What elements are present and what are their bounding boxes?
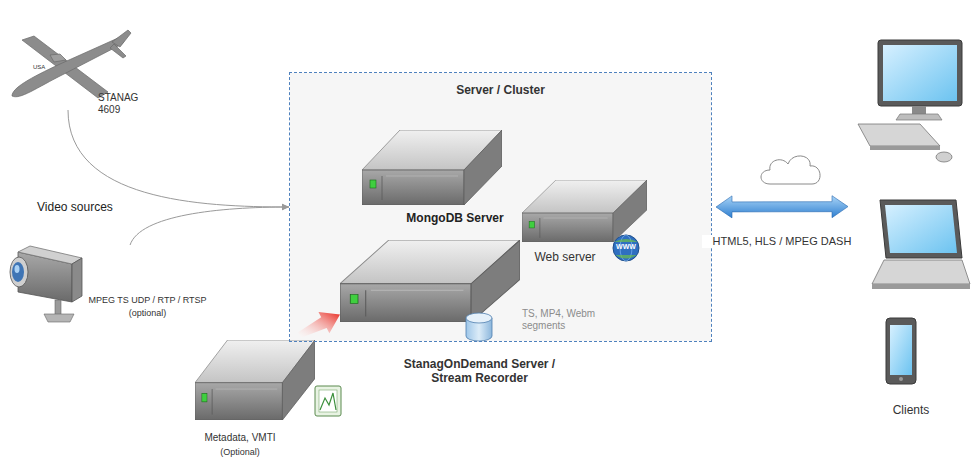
server-icon [195,340,315,420]
text-holder: MPEG TS UDP / RTP / RTSP [85,295,210,306]
server-icon [340,240,520,322]
text-holder: Server / Cluster [290,83,711,97]
connector-line [130,207,289,245]
node-text: MPEG TS UDP / RTP / RTSP [85,295,210,306]
marking-text: USA [33,64,55,71]
server-node: Web server [520,175,655,270]
node-text: Server / Cluster [290,83,711,97]
text-holder: STANAG 4609 [98,92,160,116]
text-holder: WWW [612,243,640,251]
desktop-icon [858,40,962,162]
client-group: Clients [852,35,970,425]
node-text: STANAG 4609 [98,92,160,116]
cloud-icon [761,156,820,184]
red-arrow [298,312,340,338]
database-icon [466,313,492,341]
edge-label: HTML5, HLS / MPEG DASH [702,235,862,248]
node-text: StanagOnDemand Server / Stream Recorder [397,357,562,386]
drone-illustration [12,30,131,98]
server-node: MongoDB Server [360,125,535,230]
drone-node: STANAG 4609 [5,28,155,110]
node-text: MongoDB Server [380,211,530,225]
connector [298,312,340,338]
text-holder: MongoDB Server [380,211,530,225]
text-holder: USA [33,64,55,71]
text-holder: Video sources [37,200,147,214]
text-holder: Metadata, VMTI [190,432,290,444]
node-text: Web server [520,250,610,264]
connector [68,110,289,210]
sensor-icon [315,386,341,416]
connector-line [68,110,289,207]
icon-text: WWW [612,243,640,251]
text-holder: Clients [852,403,970,417]
node-text: (Optional) [190,447,290,458]
text-holder: StanagOnDemand Server / Stream Recorder [397,357,562,386]
globe-icon [613,235,639,261]
free-label: Video sources [37,200,147,214]
server-icon [522,180,647,242]
double-arrow [716,196,848,218]
server-icon [362,130,502,205]
cluster-box: Server / ClusterMongoDB ServerWeb server… [289,72,712,342]
note-text: TS, MP4, Webm segments [522,308,617,332]
server-node: Metadata, VMTI (Optional) [190,335,340,460]
laptop-icon [872,200,970,289]
text-holder: (Optional) [190,447,290,458]
text-holder: HTML5, HLS / MPEG DASH [702,235,862,248]
text-holder: (optional) [85,308,210,319]
connector [130,204,289,245]
source-node: MPEG TS UDP / RTP / RTSP (optional) [5,245,210,325]
node-text: Metadata, VMTI [190,432,290,444]
camera-illustration [10,246,82,322]
node-text: Clients [852,403,970,417]
node-text: (optional) [85,308,210,319]
tablet-icon [886,318,916,384]
connector [716,196,848,218]
text-holder: TS, MP4, Webm segments [522,308,617,332]
arrow-head [282,204,289,210]
arrow-head [282,204,289,210]
text-holder: Web server [520,250,610,264]
